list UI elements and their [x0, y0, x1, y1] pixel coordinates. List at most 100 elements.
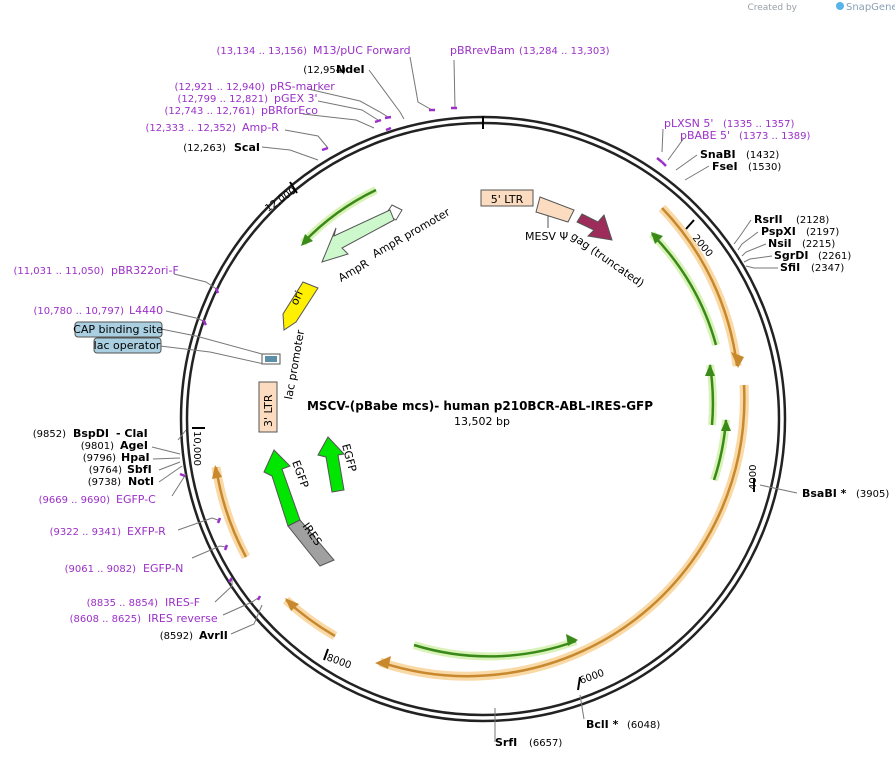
primer-name-plxsn: pLXSN 5' — [664, 117, 713, 130]
ampr-green-arrowhead — [301, 234, 313, 246]
snapgene-logo-icon — [836, 2, 844, 10]
enzyme-coord-avrii: (8592) — [160, 631, 193, 642]
primer-name-pbrrevbam: pBRrevBam — [450, 44, 515, 57]
enzyme-coord-agei: (9801) — [81, 441, 114, 452]
enzyme-name-sfii: SfiI — [780, 261, 800, 274]
cap-binding-site-label: CAP binding site — [73, 323, 163, 336]
primer-coords-iresrev: (8608 .. 8625) — [70, 614, 142, 625]
lac-operator-label: lac operator — [94, 339, 161, 352]
plasmid-title: MSCV-(pBabe mcs)- human p210BCR-ABL-IRES… — [307, 399, 653, 413]
enzyme-coord-pspxi: (2197) — [806, 227, 839, 238]
egfp-arrow-2 — [263, 449, 301, 527]
tick-6000 — [577, 676, 581, 691]
primer-name-iresrev: IRES reverse — [148, 612, 218, 625]
enzyme-name-avrii: AvrII — [199, 629, 228, 642]
ori-label: ori — [288, 289, 306, 307]
enzyme-name-clai: - ClaI — [116, 427, 148, 440]
cap-binding-site-box — [74, 321, 163, 338]
primer-coords-pbrrevbam: (13,284 .. 13,303) — [519, 46, 610, 57]
primer-coords-exfpr: (9322 .. 9341) — [50, 527, 122, 538]
enzyme-coord-bspdi: (9852) — [33, 429, 66, 440]
green-arrowhead-4 — [566, 634, 578, 646]
ltr3-label: 3' LTR — [262, 394, 275, 427]
primer-coords-pgex: (12,799 .. 12,821) — [178, 94, 269, 105]
lac-operator-box — [93, 337, 162, 354]
primer-name-prs: pRS-marker — [270, 80, 335, 93]
primer-coords-egfpn: (9061 .. 9082) — [65, 564, 137, 575]
primer-marks — [179, 106, 667, 601]
tick-label-4000: 4000 — [748, 465, 759, 490]
primer-coords-m13: (13,134 .. 13,156) — [217, 46, 308, 57]
ltr3-box — [258, 381, 278, 433]
enzyme-coord-snabi: (1432) — [746, 150, 779, 161]
enzyme-coord-noti: (9738) — [88, 477, 121, 488]
enzyme-coord-nsii: (2215) — [802, 239, 835, 250]
enzyme-name-agei: AgeI — [120, 439, 148, 452]
snapgene-brand: SnapGene — [846, 2, 895, 13]
tick-label-12000: 12,000 — [263, 185, 298, 214]
left-orange-arrowhead-1 — [285, 598, 299, 611]
leader-lines — [151, 56, 798, 742]
ltr5-label: 5' LTR — [491, 193, 524, 206]
enzyme-coord-fsei: (1530) — [748, 162, 781, 173]
primer-coords-prs: (12,921 .. 12,940) — [175, 82, 266, 93]
ampr-label: AmpR — [336, 257, 371, 285]
primer-name-iresf: IRES-F — [165, 596, 200, 609]
lac-operator-mark — [265, 356, 277, 362]
enzyme-coord-bsabi: (3905) — [856, 489, 889, 500]
ltr5-box — [480, 189, 534, 207]
primer-coords-ampr: (12,333 .. 12,352) — [146, 123, 237, 134]
lac-promoter-label: lac promoter — [282, 328, 307, 400]
tick-label-10000: 10,000 — [191, 431, 202, 466]
ires-arrow — [287, 519, 335, 567]
enzyme-name-sgrdi: SgrDI — [774, 249, 808, 262]
egfp-label-1: EGFP — [339, 442, 359, 473]
primer-coords-pbrforeco: (12,743 .. 12,761) — [165, 106, 256, 117]
primer-coords-l4440: (10,780 .. 10,797) — [34, 306, 125, 317]
bcr-abl-segment-1 — [658, 204, 742, 367]
green-arrowhead-1 — [651, 232, 663, 244]
primer-coords-pbr322ori: (11,031 .. 11,050) — [14, 266, 105, 277]
enzyme-name-bcli: BclI * — [586, 718, 619, 731]
primer-name-egfpn: EGFP-N — [143, 562, 183, 575]
gag-arrow — [576, 213, 613, 241]
enzyme-name-sbfi: SbfI — [127, 463, 152, 476]
bcr-abl-segment-1-line — [661, 207, 739, 367]
enzyme-name-hpai: HpaI — [121, 451, 150, 464]
enzyme-coord-hpai: (9796) — [83, 453, 116, 464]
primer-name-m13: M13/pUC Forward — [313, 44, 411, 57]
tick-label-6000: 6000 — [578, 668, 606, 687]
enzyme-coord-ndei: (12,954) — [303, 65, 346, 76]
enzyme-coord-sfii: (2347) — [811, 263, 844, 274]
green-arrowhead-2 — [705, 364, 715, 376]
tick-label-8000: 8000 — [325, 652, 353, 671]
enzyme-name-bspdi: BspDI — [73, 427, 109, 440]
primer-name-pbabe: pBABE 5' — [680, 129, 730, 142]
left-orange-arrowhead-2 — [212, 465, 222, 479]
enzyme-name-noti: NotI — [128, 475, 154, 488]
enzyme-coord-sbfi: (9764) — [89, 465, 122, 476]
primer-name-ampr: Amp-R — [242, 121, 279, 134]
enzyme-coord-bcli: (6048) — [627, 720, 660, 731]
primer-name-pbr322ori: pBR322ori-F — [111, 264, 179, 277]
enzyme-name-snabi: SnaBI — [700, 148, 736, 161]
enzyme-coord-srfi: (6657) — [529, 738, 562, 749]
egfp-arrow-1 — [317, 436, 346, 493]
primer-name-exfpr: EXFP-R — [127, 525, 166, 538]
enzyme-name-pspxi: PspXI — [761, 225, 796, 238]
enzyme-coord-scai: (12,263) — [183, 143, 226, 154]
mesv-box — [535, 196, 575, 223]
plasmid-size: 13,502 bp — [454, 415, 510, 428]
primer-name-l4440: L4440 — [129, 304, 163, 317]
green-segment-4-line — [413, 639, 577, 658]
green-segment-1-line — [651, 233, 718, 346]
primer-name-egfpc: EGFP-C — [116, 493, 156, 506]
ampr-arrow — [321, 209, 395, 263]
bcr-abl-arrowhead-2 — [375, 656, 391, 669]
green-arrowhead-3 — [721, 419, 731, 431]
left-orange-arc-2 — [211, 466, 250, 560]
mesv-label: MESV Ψ — [525, 230, 568, 243]
enzyme-name-scai: ScaI — [234, 141, 260, 154]
enzyme-name-ndei: NdeI — [336, 63, 365, 76]
